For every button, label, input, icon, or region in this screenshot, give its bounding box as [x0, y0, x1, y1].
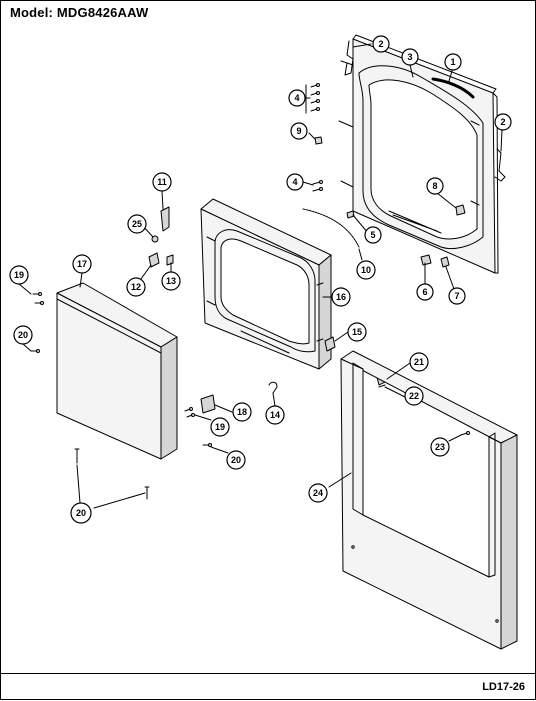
clip-8-part	[455, 204, 466, 216]
model-number: MDG8426AAW	[56, 5, 149, 20]
callout-20-left: 20	[13, 325, 33, 345]
bracket-11-part	[160, 206, 170, 232]
callout-label: 18	[237, 407, 247, 417]
front-bulkhead-part	[200, 198, 332, 370]
callout-label: 17	[77, 259, 87, 269]
part-12	[148, 252, 160, 268]
screw-20-center-part	[202, 443, 212, 447]
callout-2-top: 2	[372, 35, 390, 53]
callout-label: 15	[352, 327, 362, 337]
callout-label: 21	[414, 357, 424, 367]
callout-10: 10	[356, 260, 376, 280]
callout-label: 16	[336, 292, 346, 302]
model-title: Model: MDG8426AAW	[10, 5, 148, 20]
callout-label: 24	[313, 488, 323, 498]
callout-4-upper: 4	[288, 89, 306, 107]
leader-lines	[18, 43, 503, 509]
felt-seal-part	[431, 77, 475, 99]
callout-8: 8	[426, 177, 444, 195]
part-25	[151, 235, 159, 243]
callout-12: 12	[126, 277, 146, 297]
bracket-left-part	[344, 40, 354, 76]
part-6	[420, 254, 432, 266]
screw-20-bottom-a-part	[74, 448, 80, 464]
part-7	[440, 256, 450, 268]
model-label: Model:	[10, 5, 54, 20]
callout-2-right: 2	[494, 113, 512, 131]
callout-14: 14	[265, 405, 285, 425]
callout-7: 7	[448, 287, 466, 305]
callout-label: 22	[409, 391, 419, 401]
callout-1: 1	[444, 53, 462, 71]
callout-label: 12	[131, 282, 141, 292]
callout-6: 6	[416, 283, 434, 301]
callout-label: 4	[294, 93, 299, 103]
screws-19-center-part	[184, 407, 195, 418]
callout-label: 11	[157, 177, 167, 187]
callout-label: 14	[270, 410, 280, 420]
callout-19-left: 19	[9, 265, 29, 285]
part-13	[166, 254, 174, 266]
callout-18: 18	[232, 402, 252, 422]
page-code: LD17-26	[482, 681, 525, 693]
callout-label: 19	[215, 422, 225, 432]
callout-label: 20	[18, 330, 28, 340]
callout-label: 23	[435, 442, 445, 452]
callout-9: 9	[290, 122, 308, 140]
screws-20-left-part	[30, 349, 40, 353]
callouts: 1 2 2 3 4 4 5 6 7 8 9 10 11 12 13 14 15 …	[9, 35, 512, 524]
callout-16: 16	[331, 287, 351, 307]
callout-4-lower: 4	[286, 173, 304, 191]
callout-label: 4	[292, 177, 297, 187]
toe-panel-part	[340, 350, 518, 650]
callout-20-center: 20	[226, 450, 246, 470]
part-22	[378, 384, 386, 388]
callout-label: 19	[14, 270, 24, 280]
screw-23-part	[460, 431, 470, 436]
callout-label: 3	[407, 52, 412, 62]
callout-11: 11	[152, 172, 172, 192]
callout-19-center: 19	[210, 417, 230, 437]
screws-4-lower-part	[312, 180, 323, 192]
callout-21: 21	[409, 352, 429, 372]
part-15	[324, 336, 336, 352]
callout-label: 1	[450, 57, 455, 67]
callout-25: 25	[127, 214, 147, 234]
callout-label: 5	[370, 230, 375, 240]
rear-bulkhead-part	[338, 34, 499, 274]
callout-label: 6	[422, 287, 427, 297]
callout-label: 2	[500, 117, 505, 127]
screw-20-bottom-b-part	[144, 486, 150, 500]
callout-23: 23	[430, 437, 450, 457]
callout-label: 8	[432, 181, 437, 191]
callout-5: 5	[364, 226, 382, 244]
callout-24: 24	[308, 483, 328, 503]
callout-label: 2	[378, 39, 383, 49]
bracket-right-part	[494, 148, 506, 182]
part-14	[268, 381, 278, 394]
bracket-18-part	[200, 394, 216, 414]
callout-label: 25	[132, 219, 142, 229]
wire-10-part	[302, 208, 360, 248]
callout-22: 22	[404, 386, 424, 406]
callout-label: 13	[166, 276, 176, 286]
callout-20-bottom: 20	[70, 502, 92, 524]
callout-15: 15	[347, 322, 367, 342]
callout-13: 13	[161, 271, 181, 291]
screws-19-left-part	[32, 292, 44, 305]
callout-3: 3	[401, 48, 419, 66]
callout-label: 20	[76, 508, 86, 518]
callout-label: 9	[296, 126, 301, 136]
callout-label: 7	[454, 291, 459, 301]
callout-label: 20	[231, 455, 241, 465]
part-9	[314, 136, 323, 145]
front-panel-part	[56, 282, 178, 460]
callout-label: 10	[361, 265, 371, 275]
callout-17: 17	[72, 254, 92, 274]
part-5	[346, 210, 355, 219]
screws-4-upper-part	[310, 83, 320, 112]
footer-divider	[1, 673, 535, 674]
